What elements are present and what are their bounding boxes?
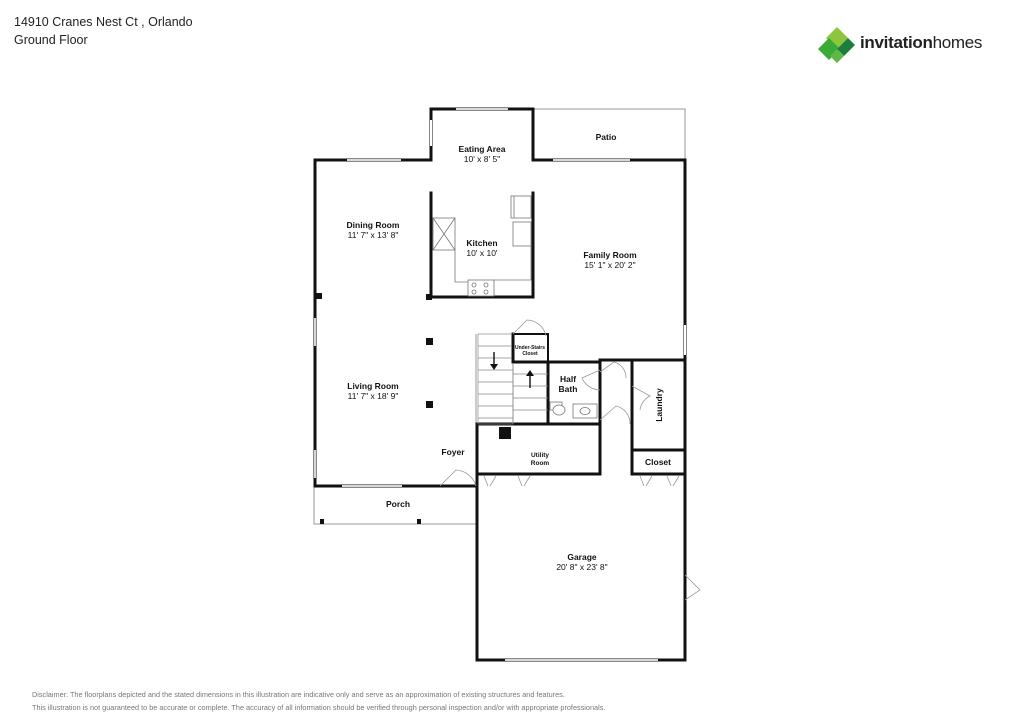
logo-mark-icon (818, 27, 855, 63)
dining-room-label: Dining Room (347, 220, 400, 230)
door-swings (439, 319, 701, 601)
utility-room-label: Utility (531, 452, 549, 459)
room-labels: Eating Area 10' x 8' 5" Patio Dining Roo… (347, 132, 672, 572)
porch-outline (313, 486, 476, 525)
range (467, 279, 495, 297)
kitchen-dims: 10' x 10' (466, 248, 498, 258)
patio-label: Patio (596, 132, 617, 142)
toilet-bowl (552, 404, 566, 416)
family-room-dims: 15' 1" x 20' 2" (584, 260, 635, 270)
garage-label: Garage (567, 552, 597, 562)
brand-logo: invitationhomes (818, 26, 1008, 64)
sink (512, 221, 532, 247)
disclaimer-line-1: Disclaimer: The floorplans depicted and … (32, 690, 565, 699)
property-address: 14910 Cranes Nest Ct , Orlando (14, 15, 193, 29)
posts (316, 293, 511, 524)
living-room-dims: 11' 7" x 18' 9" (348, 391, 399, 401)
closet-label: Closet (645, 457, 671, 467)
stair-arrows (490, 352, 534, 388)
floor-name: Ground Floor (14, 33, 88, 47)
logo-wordmark: invitationhomes (860, 33, 982, 53)
thin-outlines (313, 108, 686, 525)
half-bath-label-2: Bath (559, 384, 578, 394)
eating-area-label: Eating Area (459, 144, 506, 154)
garage-dims: 20' 8" x 23' 8" (556, 562, 607, 572)
fixtures (432, 195, 598, 419)
family-room-label: Family Room (583, 250, 637, 260)
counter-upper (510, 195, 532, 219)
under-stairs-label-2: Closet (522, 351, 538, 357)
dining-room-dims: 11' 7" x 13' 8" (348, 230, 399, 240)
under-stairs-label: Under-Stairs (515, 345, 545, 351)
foyer-label: Foyer (441, 447, 465, 457)
utility-room-label-2: Room (531, 460, 550, 467)
window-lines (314, 108, 658, 661)
logo-word-rest: homes (932, 33, 983, 52)
logo-word-bold: invitation (860, 33, 933, 52)
porch-label: Porch (386, 499, 410, 509)
disclaimer-line-2: This illustration is not guaranteed to b… (32, 703, 606, 712)
half-bath-label: Half (560, 374, 576, 384)
living-room-label: Living Room (347, 381, 399, 391)
kitchen-label: Kitchen (466, 238, 497, 248)
patio-outline (533, 108, 686, 160)
laundry-label: Laundry (654, 388, 664, 422)
eating-area-dims: 10' x 8' 5" (464, 154, 501, 164)
